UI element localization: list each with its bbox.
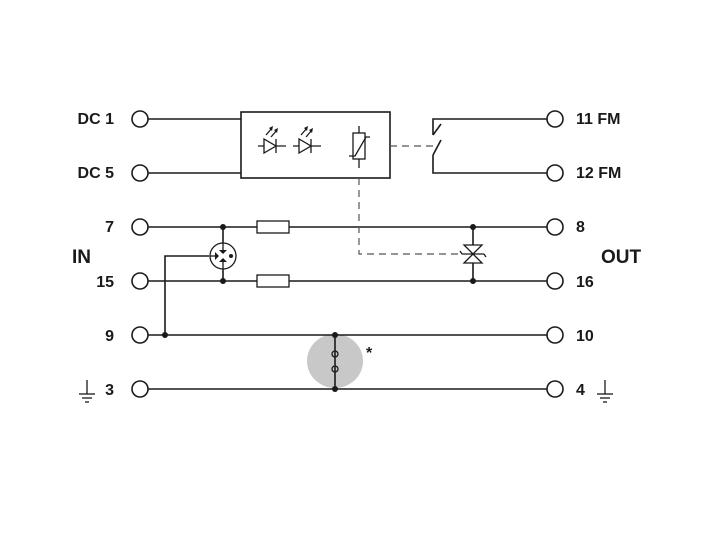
tvs-diode-icon [459,244,487,264]
terminal-16 [546,272,564,290]
ground-icon [597,380,613,403]
link-node [331,365,339,373]
dashed-link [358,145,462,255]
terminal-label-4: 4 [576,382,585,399]
terminal-label-dc1: DC 1 [78,111,115,128]
terminal-label-8: 8 [576,219,585,236]
varistor-icon [349,126,370,168]
terminal-label-9: 9 [105,328,114,345]
junction-dots [162,224,476,392]
terminal-15 [131,272,149,290]
wires [148,118,547,390]
resistor-icon [256,220,290,234]
terminal-label-10: 10 [576,328,594,345]
terminal-dc1 [131,110,149,128]
terminal-label-15: 15 [96,274,114,291]
terminal-12fm [546,164,564,182]
terminals-right [546,110,564,398]
relay-contact-icon [432,123,442,156]
terminal-10 [546,326,564,344]
led-icon [293,126,321,155]
terminal-label-3: 3 [105,382,114,399]
terminals-left [131,110,149,398]
ground-icon [79,380,95,403]
terminal-label-16: 16 [576,274,594,291]
terminal-4 [546,380,564,398]
footnote-mark: * [366,345,373,362]
terminal-dc5 [131,164,149,182]
terminal-label-dc5: DC 5 [78,165,115,182]
terminal-11fm [546,110,564,128]
led-icon [258,126,286,155]
terminal-label-12fm: 12 FM [576,165,621,182]
terminal-label-7: 7 [105,219,114,236]
resistor-icon [256,274,290,288]
gas-discharge-tube-icon [209,242,237,270]
link-node [331,350,339,358]
terminal-label-11fm: 11 FM [576,111,620,128]
terminal-8 [546,218,564,236]
terminal-3 [131,380,149,398]
in-label: IN [72,247,91,268]
terminal-7 [131,218,149,236]
indicator-block [240,111,391,179]
out-label: OUT [601,247,642,268]
terminal-9 [131,326,149,344]
